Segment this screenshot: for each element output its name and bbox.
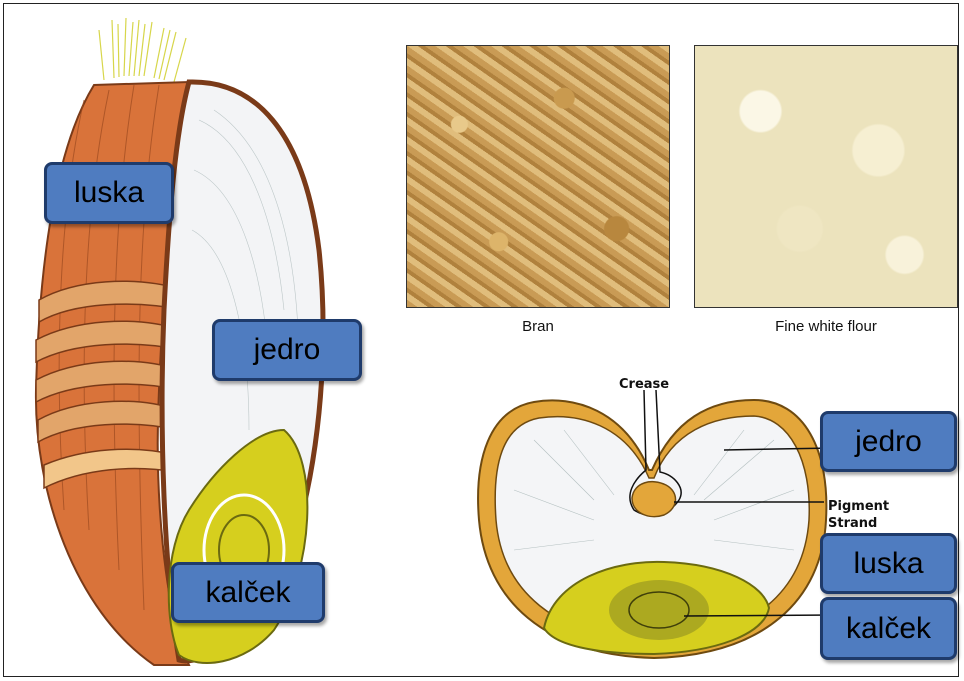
bran-caption: Bran [406, 318, 670, 335]
label-right-husk: luska [820, 533, 957, 594]
bran-photo [406, 45, 670, 308]
pigment-label-line2: Strand [828, 516, 877, 531]
label-right-endosperm: jedro [820, 411, 957, 472]
pigment-strand-shape [632, 482, 676, 517]
bristles [99, 18, 186, 82]
pigment-strand-text: Pigment Strand [820, 493, 930, 533]
label-left-husk: luska [44, 162, 174, 224]
flour-caption: Fine white flour [694, 318, 958, 335]
wheat-kernel-cross-section-diagram: Crease Pigment [474, 370, 834, 670]
pigment-label-line1: Pigment [828, 499, 889, 514]
label-right-germ: kalček [820, 597, 957, 660]
flour-photo [694, 45, 958, 308]
label-left-endosperm: jedro [212, 319, 362, 381]
crease-label: Crease [619, 377, 669, 392]
label-left-germ: kalček [171, 562, 325, 623]
